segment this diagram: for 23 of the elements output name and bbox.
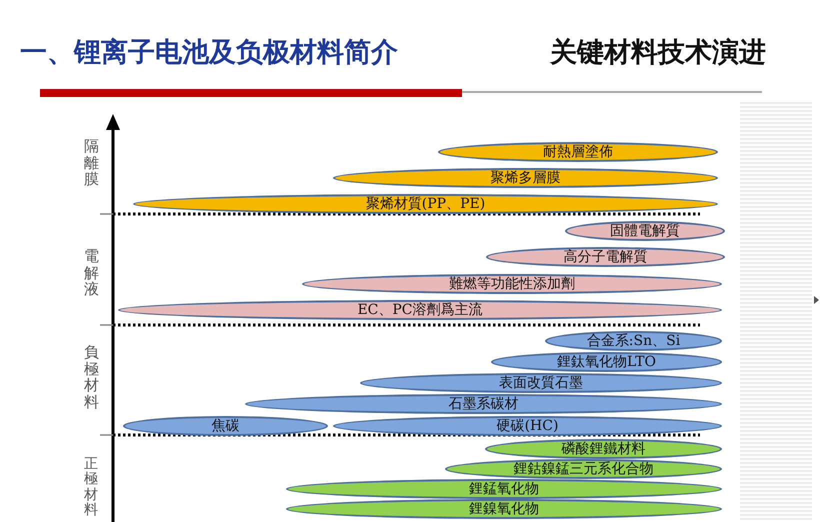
bar-label: EC、PC溶劑爲主流 (357, 303, 483, 317)
bar-label: 合金系:Sn、Si (586, 334, 680, 348)
bar-label: 耐熱層塗佈 (543, 145, 613, 159)
category-label: 正極材料 (84, 457, 98, 519)
bar-label: 鋰錳氧化物 (469, 482, 539, 496)
bar-label: 鋰鎳氧化物 (469, 502, 539, 516)
bar-label: 石墨系碳材 (448, 397, 518, 411)
bar-label: 焦碳 (212, 419, 240, 433)
bar-label: 高分子電解質 (564, 250, 648, 264)
subtitle: 关键材料技术演进 (550, 36, 766, 70)
bar-label: 表面改質石墨 (499, 376, 583, 390)
bar-label: 硬碳(HC) (496, 419, 558, 433)
category-label: 隔離膜 (84, 138, 99, 188)
category-label: 電解液 (84, 248, 99, 298)
bar-label: 難燃等功能性添加劑 (449, 277, 575, 291)
title: 一、锂离子电池及负极材料简介 (20, 36, 398, 70)
category-label: 負極材料 (84, 344, 99, 410)
bar-label: 鋰鈷鎳錳三元系化合物 (514, 462, 654, 476)
bar-label: 鋰鈦氧化物LTO (557, 355, 656, 369)
bar-label: 聚烯多層膜 (490, 171, 560, 185)
bar-label: 磷酸鋰鐵材料 (562, 442, 646, 456)
bar-label: 聚烯材質(PP、PE) (366, 197, 486, 211)
bar-label: 固體電解質 (610, 224, 680, 238)
